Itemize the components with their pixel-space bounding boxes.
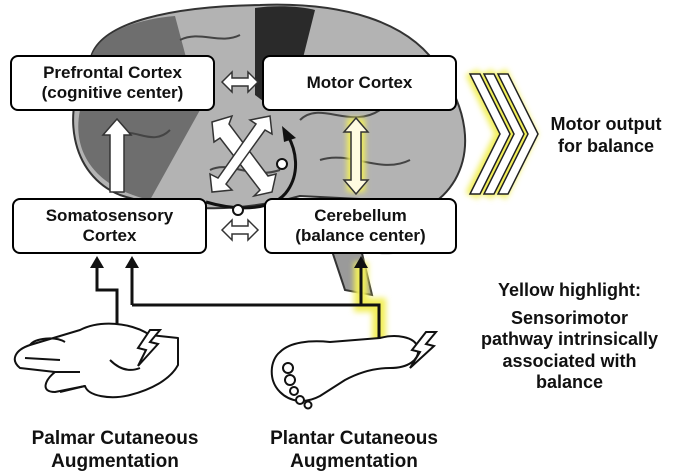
prefrontal-cortex-box: Prefrontal Cortex (cognitive center) [10,55,215,111]
motor-output-label: Motor output for balance [536,114,676,157]
legend-text: Yellow highlight: Sensorimotor pathway i… [462,280,677,394]
motor-output-line2: for balance [536,136,676,158]
plantar-stimulus-icon [410,332,436,368]
somatosensory-cortex-box: Somatosensory Cortex [12,198,207,254]
palmar-label-line2: Augmentation [0,451,230,474]
cerebellum-subtitle: (balance center) [295,226,425,246]
plantar-label-line2: Augmentation [238,451,470,474]
legend-line4: balance [462,372,677,394]
somatosensory-cortex-title: Somatosensory [46,206,174,226]
palmar-label-line1: Palmar Cutaneous [0,428,230,451]
somato-cerebellum-arrow [222,220,258,240]
plantar-label: Plantar Cutaneous Augmentation [238,428,470,474]
foot-drawing [272,336,418,408]
legend-heading: Yellow highlight: [462,280,677,302]
legend-line1: Sensorimotor [462,308,677,330]
legend-line3: associated with [462,351,677,373]
cerebellum-title: Cerebellum [314,206,407,226]
palmar-arrowheads [90,256,139,268]
motor-cortex-title: Motor Cortex [307,73,413,93]
somatosensory-cortex-subtitle: Cortex [83,226,137,246]
palmar-label: Palmar Cutaneous Augmentation [0,428,230,474]
legend-line2: pathway intrinsically [462,329,677,351]
motor-cortex-box: Motor Cortex [262,55,457,111]
cerebellum-box: Cerebellum (balance center) [264,198,457,254]
prefrontal-cortex-title: Prefrontal Cortex [43,63,182,83]
motor-output-line1: Motor output [536,114,676,136]
plantar-label-line1: Plantar Cutaneous [238,428,470,451]
prefrontal-cortex-subtitle: (cognitive center) [42,83,184,103]
